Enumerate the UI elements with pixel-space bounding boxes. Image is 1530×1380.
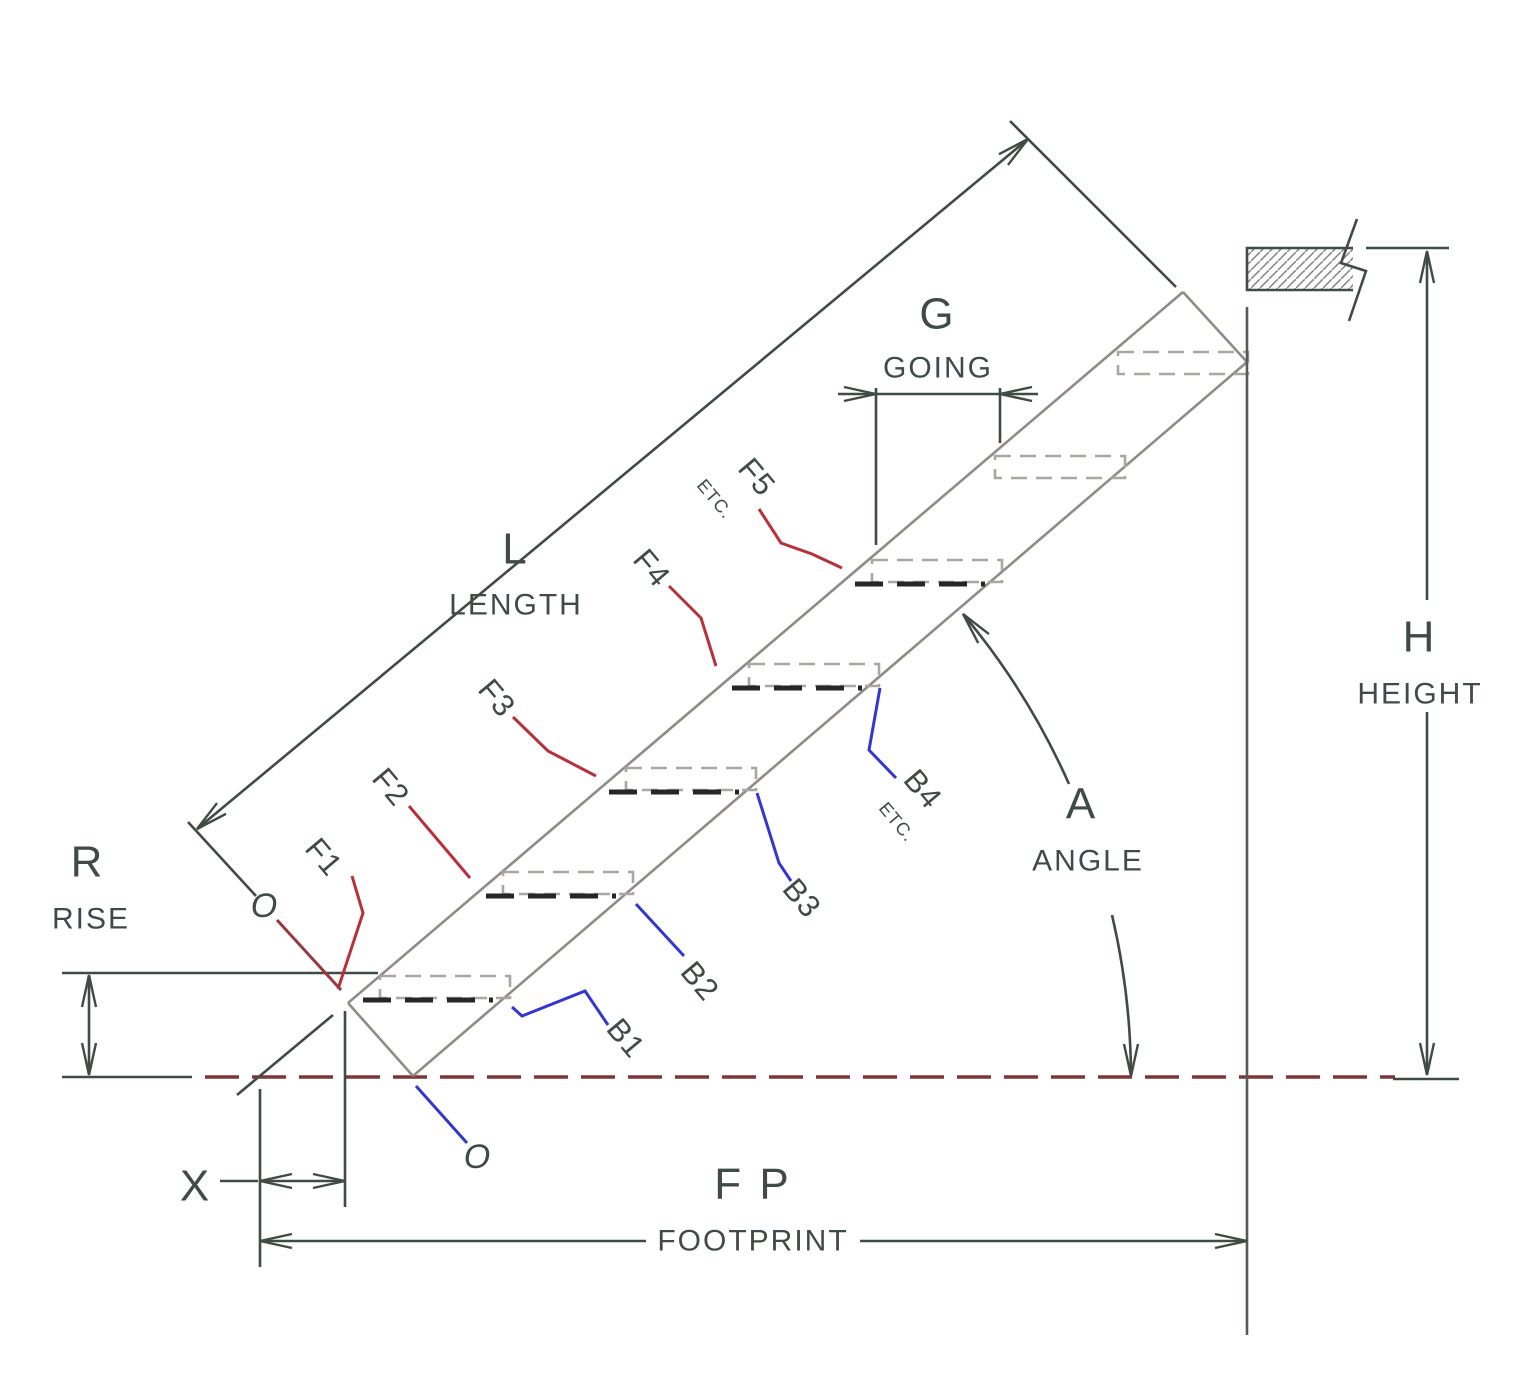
length-ext-line-upper: [1009, 120, 1177, 288]
label-b4: B4: [897, 762, 949, 815]
tread-1: [363, 974, 512, 1003]
treads: [363, 350, 1250, 1003]
angle-symbol: A: [1066, 780, 1098, 829]
origin-marker-top: O: [251, 887, 277, 925]
stringer-top-edge: [347, 291, 1184, 1004]
stringer-bottom-cut: [347, 1002, 414, 1077]
going-symbol: G: [919, 290, 956, 339]
tread-2: [486, 870, 635, 899]
footprint-label: FOOTPRINT: [657, 1225, 848, 1258]
tread-6: [993, 454, 1127, 480]
dim-going: G GOING: [838, 290, 1038, 545]
footprint-arrowhead-right: [1214, 1232, 1248, 1250]
step-face-leaders: [336, 508, 843, 990]
rise-arrowhead-top: [80, 974, 98, 1008]
step-back-leaders: [414, 687, 898, 1145]
landing-outline: [1245, 246, 1353, 292]
landing-hatch-fill: [1247, 248, 1353, 290]
dim-height: H HEIGHT: [1357, 246, 1482, 1081]
dim-length: L LENGTH: [187, 120, 1177, 897]
tread-7: [1116, 350, 1250, 376]
rise-arrowhead-bottom: [80, 1042, 98, 1076]
length-symbol: L: [502, 525, 529, 574]
angle-arrowhead-upper: [961, 613, 990, 644]
footprint-arrowhead-left: [259, 1232, 293, 1250]
angle-arc-lower: [1110, 914, 1133, 1077]
label-b-etc: ETC.: [875, 798, 919, 845]
leader-b3: [755, 792, 793, 882]
leader-b4: [867, 687, 898, 780]
length-arrowhead-lower: [196, 802, 227, 831]
dim-x-offset: X: [180, 1011, 347, 1267]
stringer-top-cut: [1182, 291, 1248, 363]
label-b2: B2: [674, 954, 726, 1007]
leader-f3: [511, 715, 597, 778]
origin-markers: O O: [251, 887, 490, 1176]
angle-label: ANGLE: [1032, 845, 1144, 878]
leader-origin-bottom: [414, 1084, 469, 1145]
dim-footprint: F P FOOTPRINT: [259, 1160, 1248, 1258]
label-f5: F5: [731, 451, 782, 503]
leader-b1: [510, 989, 610, 1026]
leader-b2: [634, 902, 686, 958]
tread-5: [855, 558, 1004, 587]
going-arrowhead-right: [999, 385, 1033, 403]
angle-arc-upper: [962, 613, 1071, 785]
height-label: HEIGHT: [1357, 678, 1482, 711]
x-symbol: X: [180, 1162, 212, 1211]
dim-angle: A ANGLE: [961, 613, 1144, 1077]
step-back-labels: B1 B2 B3 B4 ETC.: [600, 762, 949, 1064]
origin-marker-bottom: O: [464, 1138, 490, 1176]
label-b1: B1: [600, 1011, 652, 1064]
length-dim-line: [196, 137, 1029, 831]
stringer-edge-extension: [236, 1014, 334, 1096]
break-line-icon: [1339, 218, 1368, 322]
dim-rise: R RISE: [52, 838, 378, 1079]
leader-f2: [407, 805, 472, 879]
label-b3: B3: [776, 871, 828, 924]
wall-group: [1245, 218, 1368, 1335]
label-f-etc: ETC.: [693, 475, 737, 522]
leader-f4: [667, 584, 718, 667]
label-f3: F3: [471, 672, 522, 724]
height-arrowhead-bottom: [1418, 1042, 1436, 1076]
rise-label: RISE: [52, 903, 130, 936]
tread-3: [609, 766, 758, 795]
going-arrowhead-left: [843, 385, 877, 403]
x-arrowhead-left: [259, 1172, 293, 1190]
tread-4: [732, 662, 881, 691]
stair-stringer: [347, 291, 1248, 1077]
step-face-labels: F1 F2 F3 F4 F5 ETC.: [298, 451, 782, 883]
height-symbol: H: [1403, 613, 1438, 662]
length-arrowhead-upper: [998, 137, 1029, 166]
length-label: LENGTH: [449, 589, 583, 622]
going-label: GOING: [883, 352, 993, 385]
label-f2: F2: [365, 761, 416, 813]
footprint-symbol: F P: [714, 1160, 791, 1209]
height-arrowhead-top: [1418, 250, 1436, 284]
origin-marker-texts: O O: [251, 887, 490, 1176]
leader-f1: [336, 875, 365, 990]
length-ext-line-lower: [187, 821, 257, 897]
leader-f5: [757, 508, 843, 570]
stringer-bottom-edge: [412, 361, 1248, 1077]
x-arrowhead-right: [312, 1172, 346, 1190]
angle-arrowhead-lower: [1122, 1043, 1140, 1077]
rise-symbol: R: [71, 838, 106, 887]
label-f1: F1: [298, 831, 349, 883]
leader-origin-top: [275, 918, 343, 992]
